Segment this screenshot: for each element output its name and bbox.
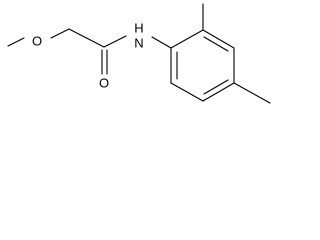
ring-bond-c2-c3 (202, 29, 235, 49)
bond-carbonyl-carbon-nitrogen (103, 35, 127, 48)
ring-inner-double-c2-c3 (203, 36, 229, 52)
amide-hydrogen-label: H (134, 21, 143, 36)
ring-inner-double-c4-c5 (203, 79, 229, 95)
molecule-diagram: O N H O (7, 3, 271, 104)
bond-nitrogen-ring (151, 36, 172, 49)
amide-nitrogen-label: N (134, 36, 143, 51)
ring-bond-c1-c2 (170, 29, 204, 49)
bond-ch2-carbonyl-carbon (68, 28, 105, 48)
ring-bond-c4-c5 (202, 82, 235, 102)
methoxy-oxygen-label: O (32, 34, 42, 49)
bond-methoxy-oxygen-ch2 (50, 28, 70, 39)
bond-para-methyl (233, 82, 271, 104)
bond-methyl-methoxy-oxygen (7, 37, 25, 47)
carbonyl-oxygen-label: O (99, 76, 109, 91)
ring-bond-c5-c6 (170, 82, 204, 102)
